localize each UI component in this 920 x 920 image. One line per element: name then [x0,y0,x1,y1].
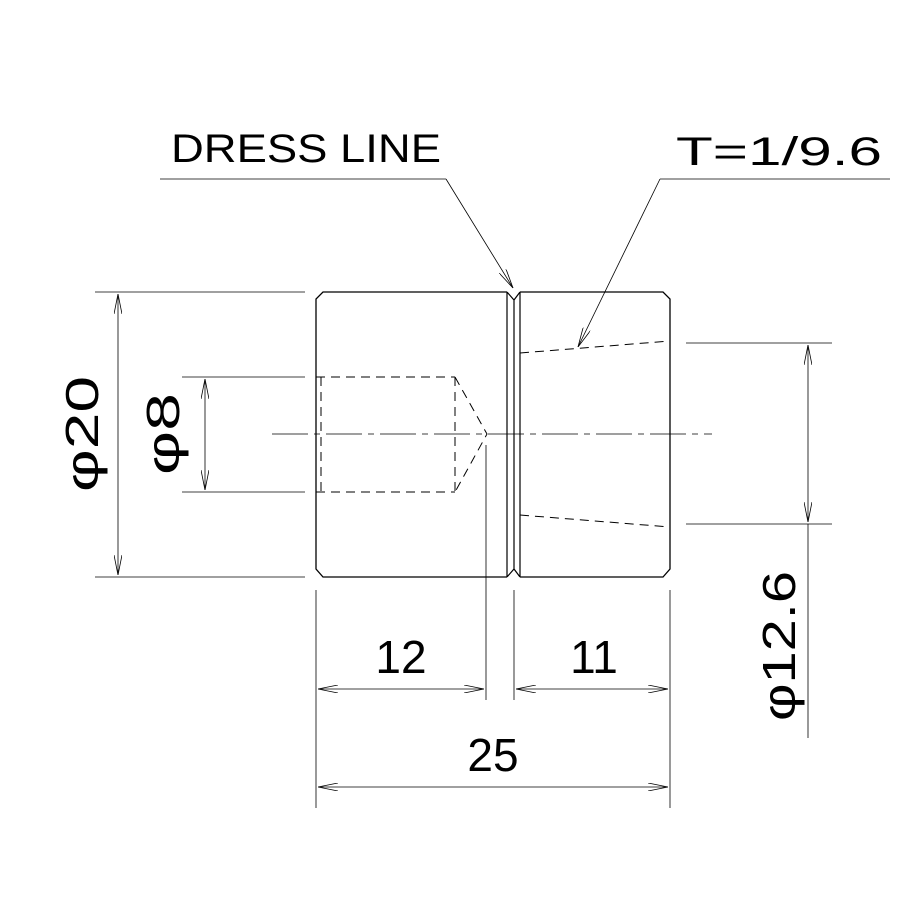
right-length-label: 11 [570,631,618,683]
bore-diameter-label: φ8 [137,393,189,475]
dress-line-groove [506,291,521,578]
outer-diameter-label: φ20 [56,376,108,492]
outer-diameter-dimension [95,291,305,578]
taper-diameter-dimension [686,342,832,738]
taper-label: T=1/9.6 [676,130,882,174]
taper-diameter-label: φ12.6 [753,571,805,721]
dress-line-leader [160,178,513,288]
taper-leader [578,178,890,347]
hidden-bore [316,376,488,493]
length-extension-lines [315,445,671,808]
right-body-outline [520,291,671,578]
total-length-label: 25 [467,729,518,781]
left-body-outline [315,291,507,578]
left-length-label: 12 [375,631,426,683]
bore-diameter-dimension [182,376,305,493]
dress-line-label: DRESS LINE [171,127,441,171]
hidden-taper [519,340,671,528]
